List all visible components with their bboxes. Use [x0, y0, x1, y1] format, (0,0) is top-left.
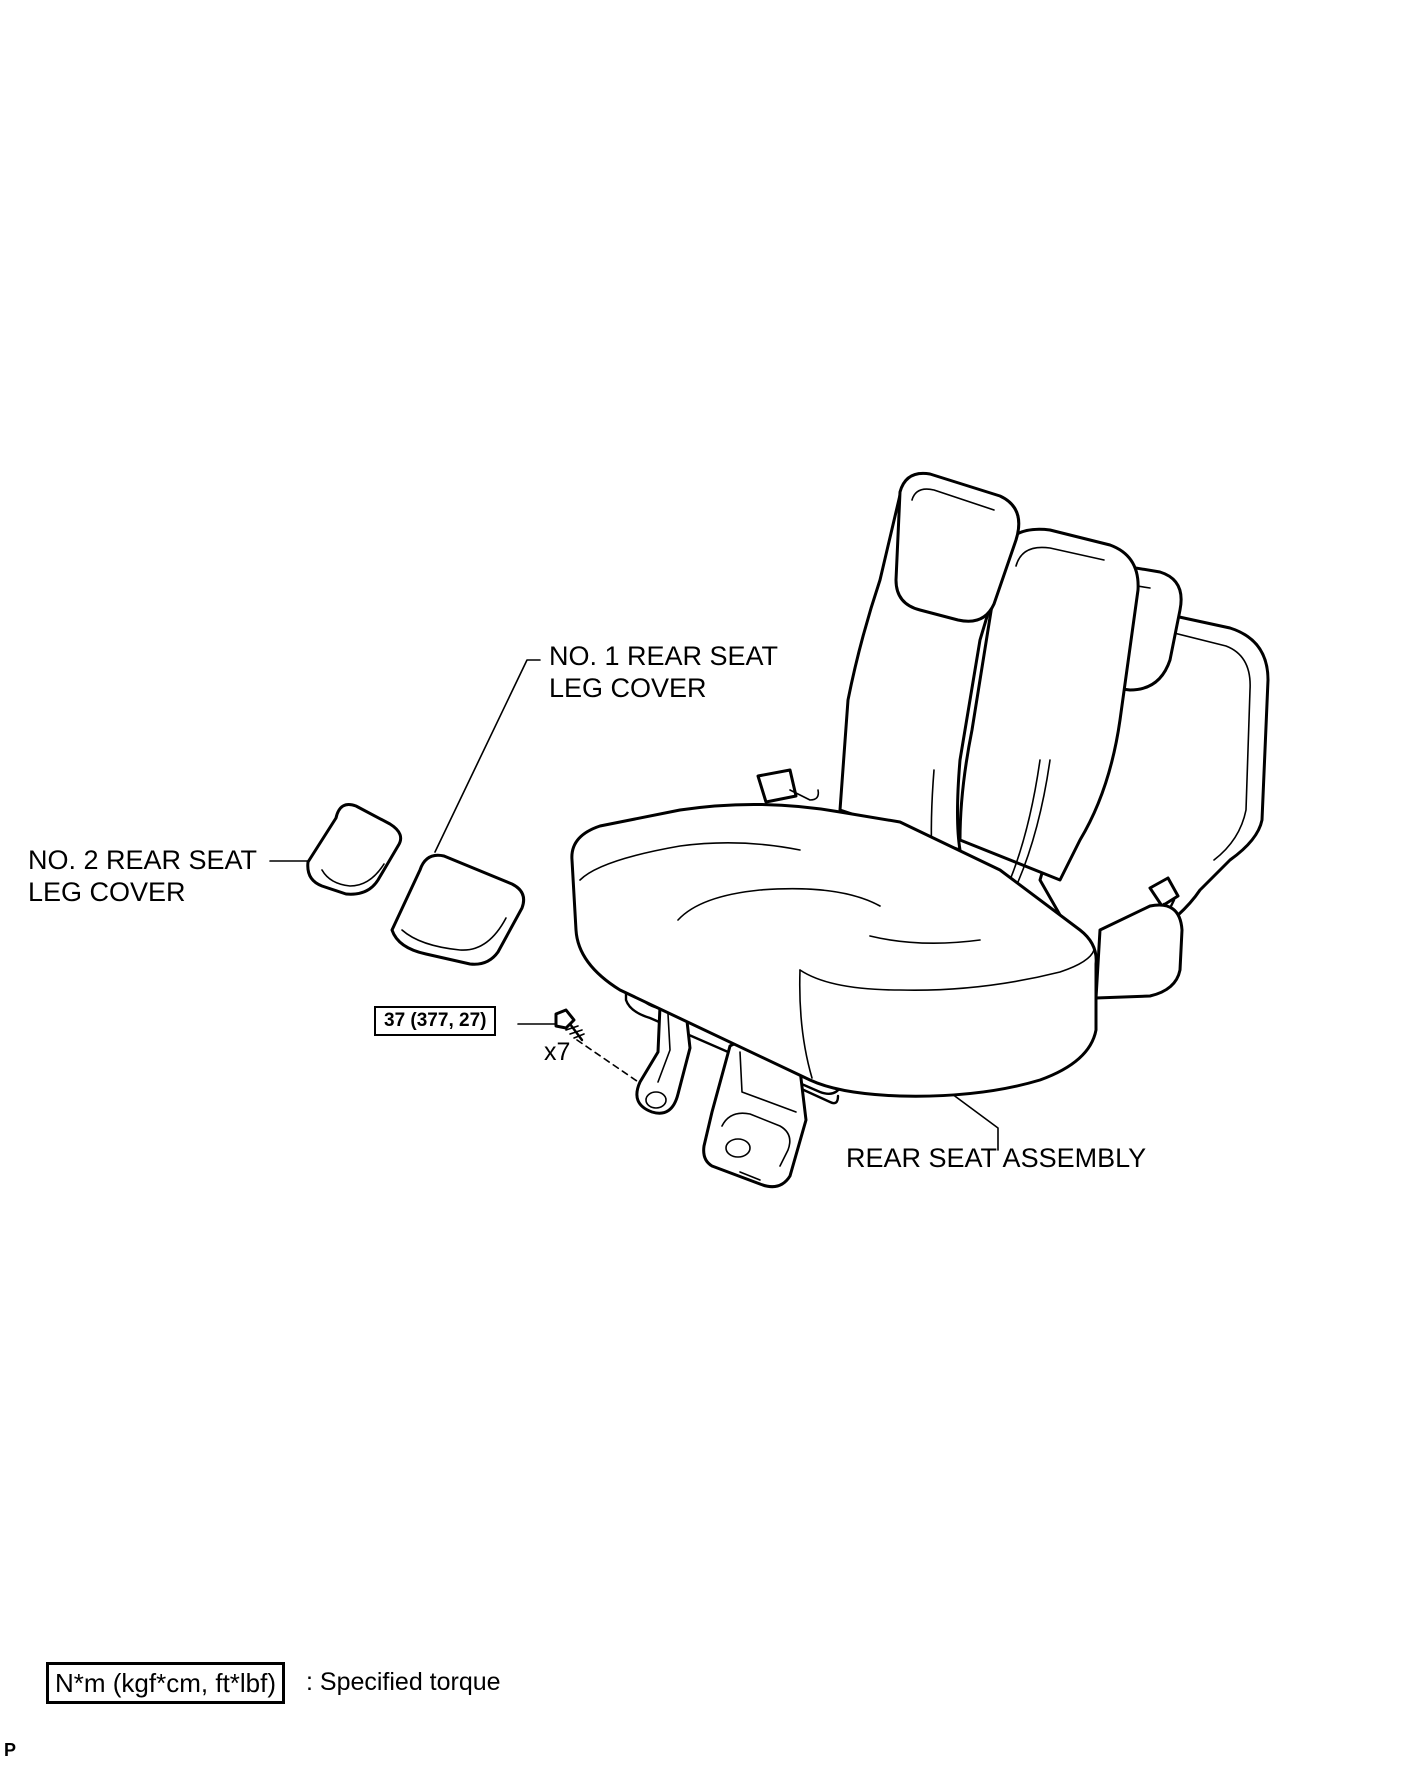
no2-cover-label: NO. 2 REAR SEAT LEG COVER — [28, 844, 257, 908]
no1-cover-label: NO. 1 REAR SEAT LEG COVER — [549, 640, 778, 704]
no2-cover-label-line1: NO. 2 REAR SEAT — [28, 845, 258, 875]
seat-cushion — [570, 802, 1098, 1098]
leg-covers — [306, 803, 526, 966]
bolt-dashed-line — [576, 1039, 651, 1091]
no1-cover-leader — [434, 659, 541, 853]
no1-cover-label-line2: LEG COVER — [549, 673, 707, 703]
no2-rear-seat-leg-cover — [306, 803, 403, 896]
no2-cover-label-line2: LEG COVER — [28, 877, 186, 907]
rear-seat-assembly-leader — [947, 1090, 999, 1151]
bolt-quantity-label: x7 — [544, 1038, 571, 1066]
torque-legend-box: N*m (kgf*cm, ft*lbf) — [46, 1662, 286, 1704]
leader-lines — [269, 659, 999, 1151]
bolt-icon — [554, 1008, 585, 1042]
no1-cover-label-line1: NO. 1 REAR SEAT — [549, 641, 779, 671]
no1-rear-seat-leg-cover — [390, 853, 526, 966]
torque-value-box: 37 (377, 27) — [374, 1006, 497, 1036]
seat-back — [756, 471, 1270, 1000]
torque-legend-description: : Specified torque — [306, 1668, 501, 1696]
rear-seat-assembly-label: REAR SEAT ASSEMBLY — [846, 1143, 1147, 1173]
corner-mark: P — [4, 1740, 17, 1760]
